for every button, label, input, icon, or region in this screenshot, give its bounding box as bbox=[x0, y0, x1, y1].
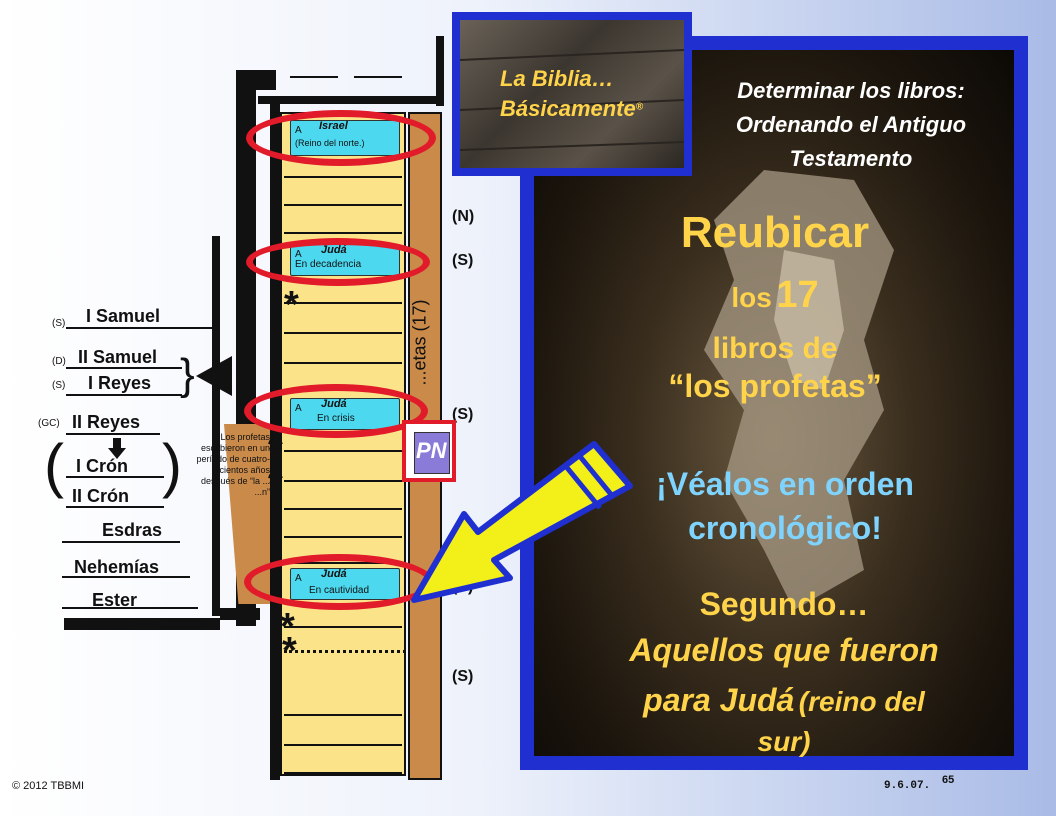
panel-reubicar: Reubicar bbox=[680, 208, 870, 257]
book-ii-cron: II Crón bbox=[72, 486, 129, 506]
label-s: (S) bbox=[452, 406, 474, 423]
panel-vealos: ¡Véalos en orden cronológico! bbox=[656, 466, 914, 546]
book-i-samuel: I Samuel bbox=[86, 306, 161, 326]
panel-image bbox=[534, 50, 1014, 756]
panel-aquellos: Aquellos que fueron bbox=[629, 632, 939, 668]
book-tag: (S) bbox=[52, 380, 66, 391]
book-i-reyes: I Reyes bbox=[88, 373, 152, 393]
panel-los-17: los 17 bbox=[731, 274, 819, 316]
book-i-cron: I Crón bbox=[76, 456, 128, 476]
star-marker: * bbox=[268, 464, 283, 506]
panel-profetas: “los profetas” bbox=[668, 368, 882, 404]
panel-libros-de: libros de bbox=[712, 332, 838, 365]
grouping-brace: } bbox=[180, 350, 195, 399]
spine-label: ...etas (17) bbox=[409, 299, 430, 386]
book-esdras: Esdras bbox=[102, 520, 163, 540]
book-tag: (GC) bbox=[38, 418, 60, 429]
panel-heading: Determinar los libros: Ordenando el Anti… bbox=[735, 78, 967, 171]
note-box-text: Los profetas escribieron en un período d… bbox=[196, 432, 270, 497]
star-marker: * bbox=[282, 630, 297, 672]
panel-sur: sur) bbox=[757, 726, 811, 757]
footer-date: 9.6.07. bbox=[884, 780, 931, 792]
book-tag: (S) bbox=[52, 318, 66, 329]
paren-close: ) bbox=[162, 432, 182, 499]
label-s: (S) bbox=[452, 668, 474, 685]
page-number: 65 bbox=[942, 774, 955, 786]
book-tag: (D) bbox=[52, 356, 66, 367]
label-n: (N) bbox=[452, 208, 475, 225]
down-arrow-icon bbox=[108, 438, 126, 460]
star-marker: * bbox=[284, 284, 299, 326]
pointer-arrow-icon bbox=[408, 440, 634, 608]
copyright: © 2012 TBBMI bbox=[12, 780, 85, 792]
pn-badge[interactable]: PN bbox=[402, 420, 456, 482]
book-ester: Ester bbox=[92, 590, 138, 610]
book-ii-reyes: II Reyes bbox=[72, 412, 141, 432]
paren-open: ( bbox=[44, 432, 64, 499]
book-ii-samuel: II Samuel bbox=[78, 347, 158, 367]
book-nehemias: Nehemías bbox=[74, 557, 160, 577]
star-marker: * bbox=[280, 606, 295, 648]
panel-segundo: Segundo… bbox=[699, 586, 869, 622]
label-s: (S) bbox=[452, 252, 474, 269]
panel-para-juda: para Judá (reino del bbox=[643, 682, 925, 718]
logo-badge: La Biblia… Básicamente® bbox=[452, 12, 692, 176]
star-marker: * bbox=[268, 430, 283, 472]
